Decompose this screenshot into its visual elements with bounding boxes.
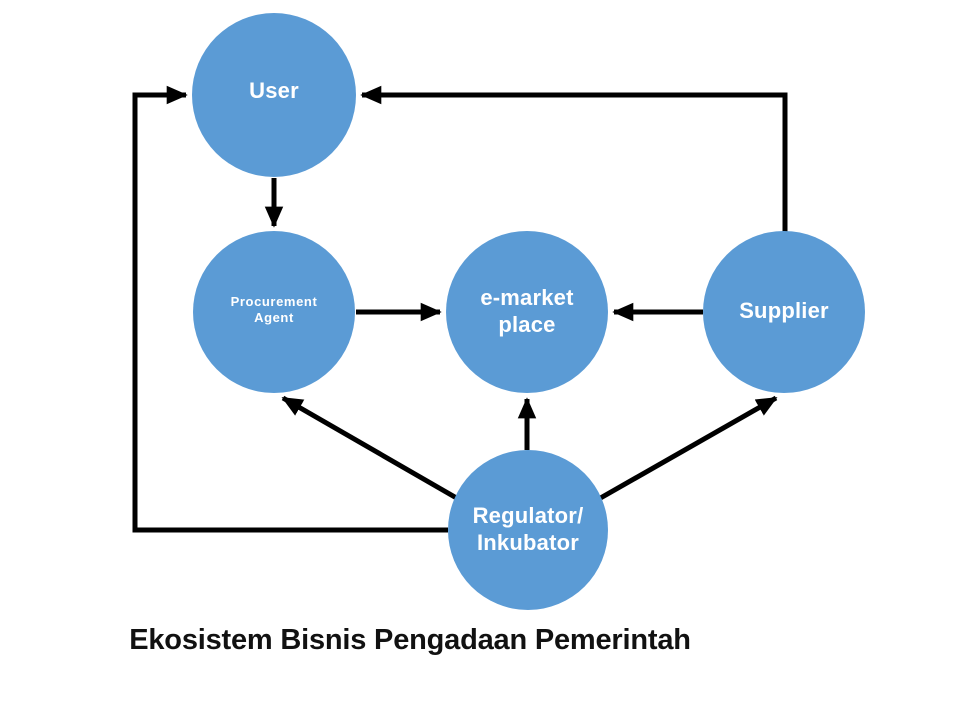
edge-regulator-to-supplier — [595, 395, 778, 503]
edge-supplier-to-user — [360, 85, 788, 232]
node-regulator-inkubator[interactable] — [448, 450, 608, 610]
edge-regulator-to-procurement — [281, 395, 462, 503]
diagram-caption: Ekosistem Bisnis Pengadaan Pemerintah — [129, 624, 691, 656]
node-emarket-place[interactable] — [446, 231, 608, 393]
node-supplier[interactable] — [703, 231, 865, 393]
edge-regulator-to-user — [132, 85, 448, 533]
node-user[interactable] — [192, 13, 356, 177]
node-circles — [192, 13, 865, 610]
node-procurement-agent[interactable] — [193, 231, 355, 393]
